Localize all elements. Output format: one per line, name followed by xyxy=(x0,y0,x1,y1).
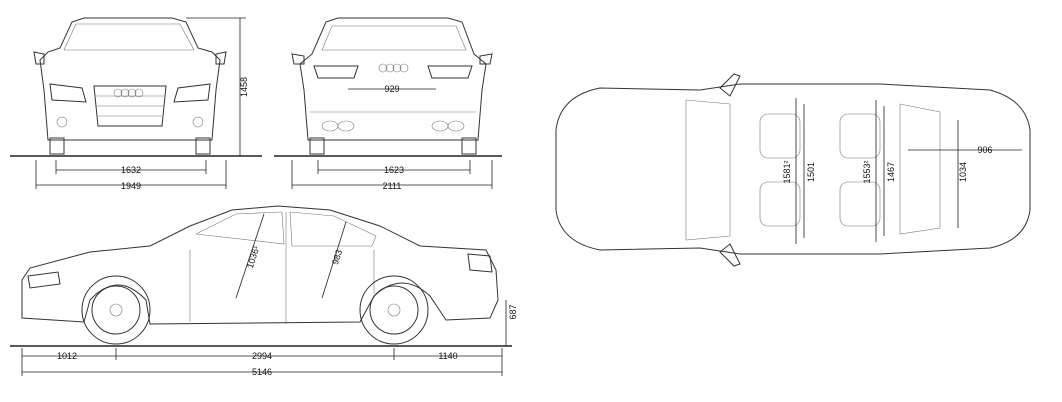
rear-inner-width-label: 929 xyxy=(384,84,399,94)
exhaust-right xyxy=(431,120,449,132)
exhaust-left xyxy=(321,120,339,132)
top-rear-seat-left xyxy=(839,113,881,159)
rear-window xyxy=(321,25,467,51)
front-width-label: 1949 xyxy=(121,181,141,191)
front-windshield xyxy=(63,23,195,51)
rear-tire-left xyxy=(309,137,325,155)
front-headlight-right xyxy=(173,83,211,103)
exhaust-left-2 xyxy=(337,120,355,132)
overall-length-label: 5146 xyxy=(252,367,272,377)
front-elbow-label: 1501 xyxy=(806,162,816,182)
front-track-label: 1632 xyxy=(121,165,141,175)
top-rear-window xyxy=(899,103,941,235)
front-tire-right xyxy=(195,137,211,155)
rear-mirror-right xyxy=(479,53,493,65)
rear-width-label: 2111 xyxy=(383,181,402,191)
front-view: 1458 1632 1949 xyxy=(10,17,262,191)
front-grille xyxy=(93,85,167,127)
top-mirror-right xyxy=(719,243,741,267)
rear-track-label: 1623 xyxy=(384,165,404,175)
top-front-seat-right xyxy=(759,181,801,227)
rear-tire-right xyxy=(461,137,477,155)
front-foglight-left xyxy=(56,116,68,128)
side-rear-wheel xyxy=(359,275,429,345)
side-headlight xyxy=(27,271,61,289)
rear-taillight-left xyxy=(313,65,359,79)
front-body-outline xyxy=(39,17,221,141)
rear-view: 929 1623 2111 xyxy=(274,17,502,191)
trunk-depth-label: 906 xyxy=(977,145,992,155)
top-mirror-left xyxy=(719,73,741,97)
top-view: 1581² 1501 1553² 1467 906 1034 xyxy=(555,73,1031,267)
top-windshield xyxy=(685,99,731,241)
front-height-label: 1458 xyxy=(239,77,249,97)
front-mirror-left xyxy=(33,51,45,65)
rear-elbow-label: 1467 xyxy=(886,162,896,182)
trunk-width-label: 1034 xyxy=(958,162,968,182)
ground-clearance-label: 687 xyxy=(508,304,518,319)
top-rear-seat-right xyxy=(839,181,881,227)
audi-rings-rear xyxy=(378,63,409,73)
top-body-outline xyxy=(555,83,1031,255)
rear-overhang-label: 1140 xyxy=(438,351,457,361)
side-front-window xyxy=(194,211,285,245)
rear-shoulder-label: 1553² xyxy=(862,160,872,183)
side-front-wheel xyxy=(81,275,151,345)
front-headlight-left xyxy=(49,83,87,103)
side-body-outline xyxy=(21,205,499,325)
front-headroom-label: 1036¹ xyxy=(245,245,262,270)
front-foglight-right xyxy=(192,116,204,128)
audi-rings-front xyxy=(113,88,144,98)
rear-taillight-right xyxy=(427,65,473,79)
front-mirror-right xyxy=(215,51,227,65)
front-overhang-label: 1012 xyxy=(57,351,77,361)
front-shoulder-label: 1581² xyxy=(782,160,792,183)
front-tire-left xyxy=(49,137,65,155)
exhaust-right-2 xyxy=(447,120,465,132)
wheelbase-label: 2994 xyxy=(252,351,272,361)
side-taillight xyxy=(467,253,493,273)
side-rear-window xyxy=(289,211,377,247)
side-view: 1036¹ 983 687 1012 2994 1140 5146 xyxy=(10,205,518,377)
top-front-seat-left xyxy=(759,113,801,159)
rear-headroom-label: 983 xyxy=(330,248,344,265)
rear-mirror-left xyxy=(291,53,305,65)
